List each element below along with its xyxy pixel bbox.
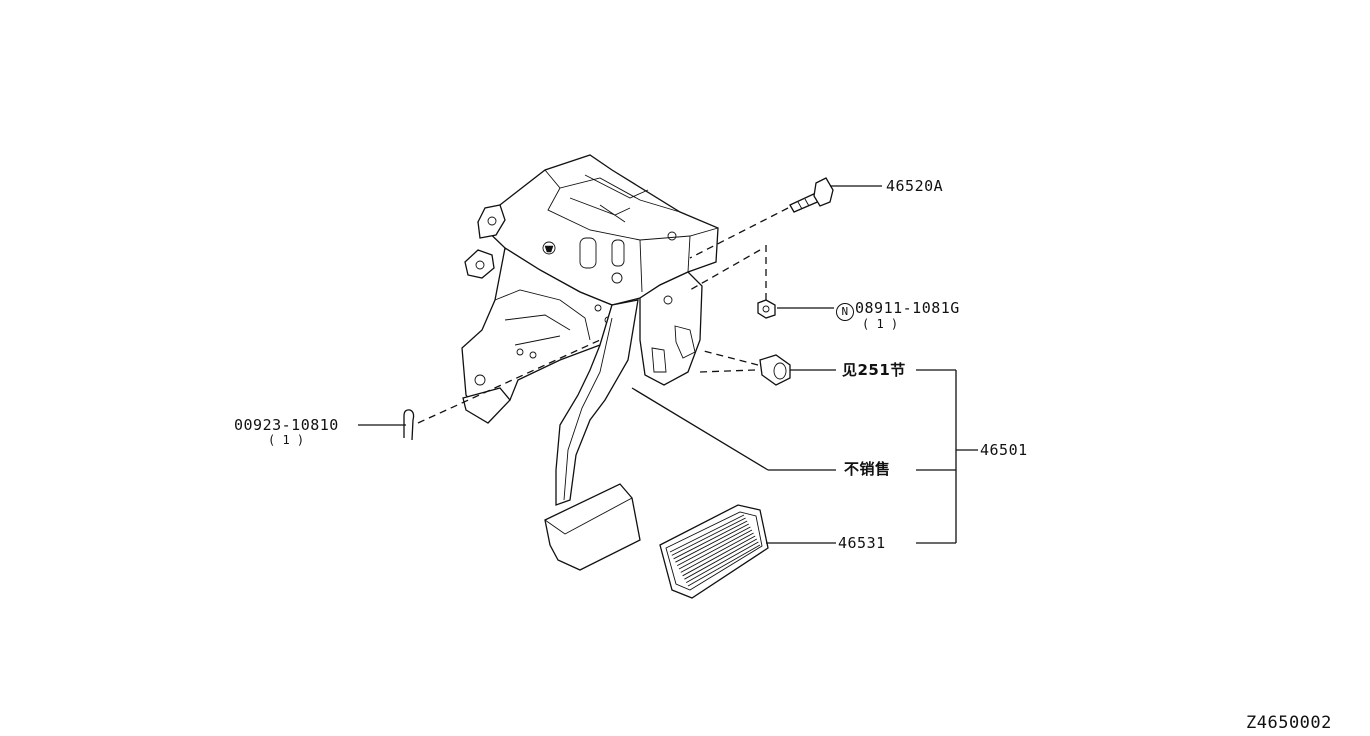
pedal-pad	[659, 504, 769, 599]
bolt-part	[789, 177, 834, 213]
assembly-lines	[417, 207, 789, 424]
diagram-id: Z4650002	[1246, 713, 1332, 733]
bolt-part-number: 46520A	[886, 177, 944, 195]
clip-quantity: ( 1 )	[268, 433, 305, 447]
leader-lines	[358, 185, 978, 544]
clip-part-number: 00923-10810	[234, 416, 339, 434]
nut-quantity: ( 1 )	[862, 317, 899, 331]
pedal-pad-part-number: 46531	[838, 534, 886, 552]
stopper-reference: 见251节	[842, 361, 906, 379]
assembly-part-number: 46501	[980, 441, 1028, 459]
pedal-face	[544, 483, 641, 571]
nut-part-number: 08911-1081G	[855, 299, 960, 317]
n-symbol-icon: N	[836, 303, 854, 321]
not-sold-note: 不销售	[844, 460, 891, 478]
nut-part	[757, 299, 776, 319]
stopper-part	[759, 354, 791, 386]
clip-part	[403, 409, 415, 441]
pedal-bracket	[461, 154, 719, 424]
pedal-arm	[555, 299, 639, 506]
